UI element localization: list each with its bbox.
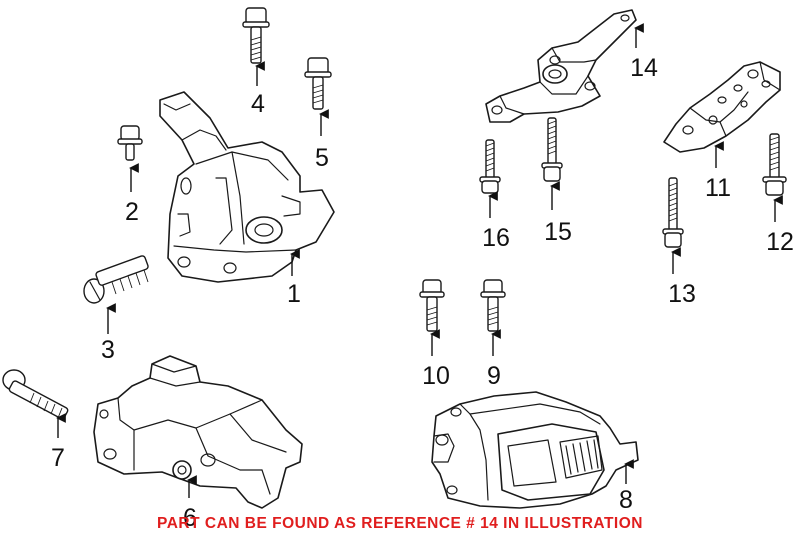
bracket-plate-part-11 [663,61,781,153]
callout-6: 6 [183,504,197,532]
callout-13: 13 [668,280,696,308]
bolt-part-4 [242,7,270,64]
bolt-part-2 [117,125,143,161]
callout-15: 15 [544,218,572,246]
bolt-part-12 [762,133,787,196]
callout-10: 10 [422,362,450,390]
engine-mount-part-1 [159,91,335,283]
reference-note: PART CAN BE FOUND AS REFERENCE # 14 IN I… [157,515,643,532]
mount-bracket-part-6 [93,355,303,509]
bolt-part-10 [419,279,445,332]
callout-12: 12 [766,228,794,256]
callout-numbers: 1 2 3 4 5 6 7 8 9 10 11 12 13 14 15 16 [51,54,794,532]
callout-3: 3 [101,336,115,364]
torque-strut-part-14 [485,9,637,123]
bolt-part-7 [2,369,69,420]
callout-1: 1 [287,280,301,308]
bolt-part-13 [662,177,684,248]
bolt-part-5 [304,57,332,110]
callout-9: 9 [487,362,501,390]
transmission-mount-part-8 [431,391,639,509]
bolt-part-16 [479,139,501,194]
callout-2: 2 [125,198,139,226]
callout-14: 14 [630,54,658,82]
callout-16: 16 [482,224,510,252]
callout-8: 8 [619,486,633,514]
callout-4: 4 [251,90,265,118]
callout-7: 7 [51,444,65,472]
bolt-part-15 [541,117,563,182]
callout-11: 11 [705,174,731,202]
bolt-part-3 [83,255,149,304]
callout-5: 5 [315,144,329,172]
leader-lines [56,23,783,498]
bolt-part-9 [480,279,506,332]
